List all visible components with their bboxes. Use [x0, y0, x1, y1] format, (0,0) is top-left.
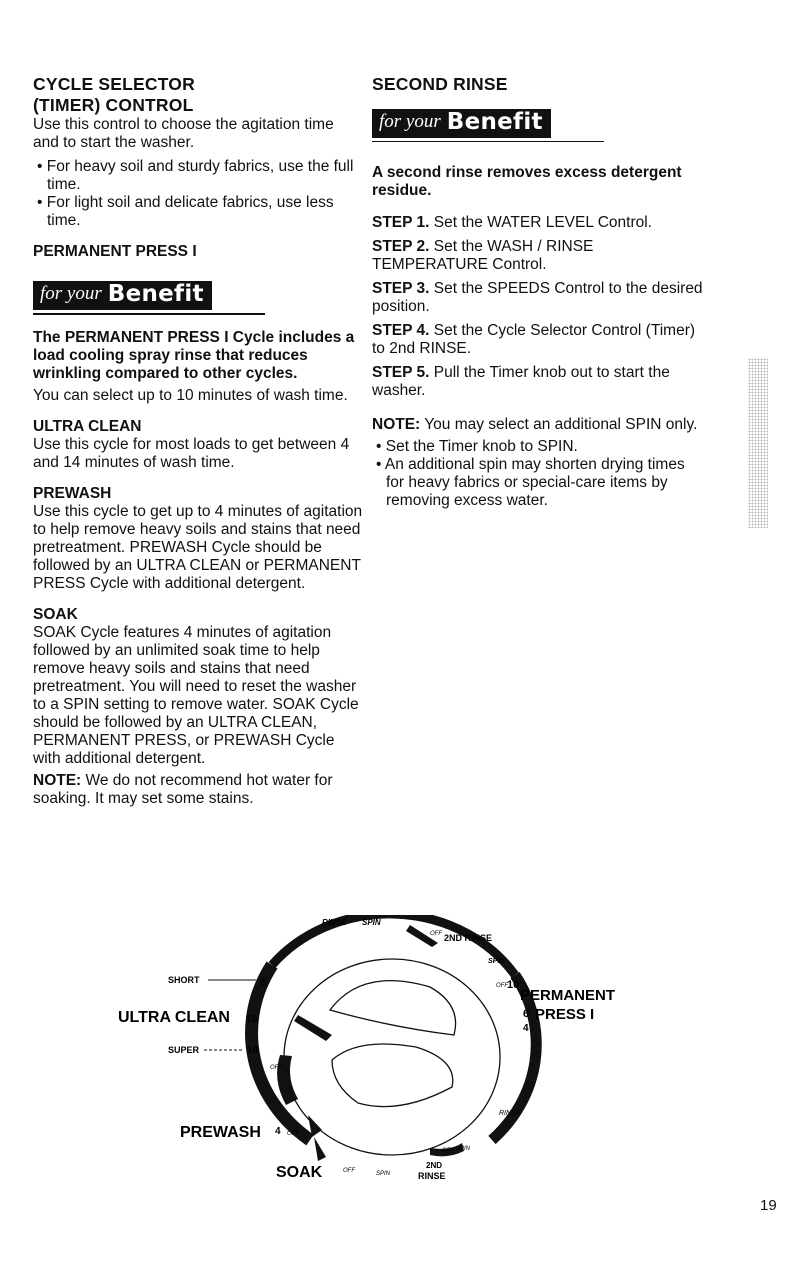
bullet-set-timer: • Set the Timer knob to SPIN.	[376, 438, 578, 455]
soak-note: NOTE: We do not recommend hot water for …	[33, 772, 363, 808]
dial-off-left: OFF	[270, 1065, 282, 1071]
dial-bezel-right	[488, 971, 542, 1145]
dial-off-prewash: OFF	[287, 1131, 299, 1137]
right-column: SECOND RINSE for your Benefit A second r…	[372, 74, 707, 510]
page-number: 19	[760, 1197, 777, 1214]
dial-ultra-clean-label: ULTRA CLEAN	[118, 1009, 230, 1026]
dial-prewash-label: PREWASH	[180, 1124, 261, 1141]
step-text: Set the SPEEDS Control to the desired po…	[372, 280, 703, 315]
spin-note: NOTE: You may select an additional SPIN …	[372, 416, 707, 434]
step-text: Pull the Timer knob out to start the was…	[372, 364, 670, 399]
dial-spin-bottom-right: SPIN	[456, 1146, 471, 1152]
dial-bezel-top	[268, 915, 519, 978]
dial-segment-bottom	[430, 1143, 464, 1157]
benefit-banner: for your Benefit	[33, 281, 363, 315]
benefit-badge: for your Benefit	[372, 109, 551, 138]
dial-four-right: 4	[523, 1023, 529, 1034]
prewash-heading: PREWASH	[33, 485, 112, 502]
second-rinse-intro: A second rinse removes excess detergent …	[372, 164, 682, 199]
dial-off-top: OFF	[430, 931, 442, 937]
benefit-prefix: for your	[40, 283, 102, 304]
dial-bezel-left	[245, 961, 314, 1146]
dial-segment-prewash	[308, 1115, 322, 1137]
side-tab-marker	[748, 358, 768, 528]
dial-six-right: 6	[523, 1008, 529, 1020]
dial-2nd-bottom: 2ND	[426, 1161, 442, 1170]
dial-off-right: OFF	[496, 983, 508, 989]
step-text: Set the Cycle Selector Control (Timer) t…	[372, 322, 696, 357]
note-label: NOTE:	[372, 416, 421, 433]
dial-segment-top	[406, 925, 438, 947]
steps-list: STEP 1. Set the WATER LEVEL Control. STE…	[372, 214, 707, 400]
step-text: Set the WASH / RINSE TEMPERATURE Control…	[372, 238, 594, 273]
step-4: STEP 4. Set the Cycle Selector Control (…	[372, 322, 707, 358]
dial-segment-soak	[314, 1137, 326, 1161]
benefit-word: Benefit	[107, 281, 204, 307]
cycle-selector-heading-line-2: (TIMER) CONTROL	[33, 95, 194, 115]
dial-permanent-label: PERMANENT	[520, 987, 615, 1004]
knob-lower	[331, 1043, 454, 1108]
dial-press-label: PRESS I	[535, 1006, 594, 1023]
step-2: STEP 2. Set the WASH / RINSE TEMPERATURE…	[372, 238, 707, 274]
dial-rinse-top: RINSE	[322, 918, 347, 927]
dial-super-label: SUPER	[168, 1045, 200, 1055]
benefit-badge: for your Benefit	[33, 281, 212, 310]
dial-2nd-rinse-top: 2ND RINSE	[444, 933, 492, 943]
step-text: Set the WATER LEVEL Control.	[429, 214, 652, 231]
dial-pointer-icon	[294, 1015, 332, 1041]
cycle-selector-text: Use this control to choose the agitation…	[33, 116, 334, 151]
permanent-press-bold-text: The PERMANENT PRESS I Cycle includes a l…	[33, 329, 355, 382]
note-text: We do not recommend hot water for soakin…	[33, 772, 333, 807]
dial-four-left: 4	[275, 1126, 281, 1137]
dial-rinse-right: RINSE	[499, 1110, 521, 1117]
dial-soak-label: SOAK	[276, 1164, 323, 1181]
step-1: STEP 1. Set the WATER LEVEL Control.	[372, 214, 707, 232]
soak-heading: SOAK	[33, 606, 78, 623]
benefit-word: Benefit	[446, 109, 543, 135]
soak-text: SOAK Cycle features 4 minutes of agitati…	[33, 624, 359, 767]
step-label: STEP 3.	[372, 280, 430, 297]
dial-fourteen: 14	[247, 1045, 259, 1056]
step-label: STEP 4.	[372, 322, 430, 339]
benefit-banner-right: for your Benefit	[372, 109, 707, 142]
bullet-heavy-soil: • For heavy soil and sturdy fabrics, use…	[37, 158, 354, 193]
dial-ten-left: 10	[246, 1014, 258, 1025]
step-label: STEP 5.	[372, 364, 430, 381]
bullet-additional-spin: • An additional spin may shorten drying …	[376, 456, 685, 509]
dial-six-left: 6	[260, 977, 266, 988]
benefit-rule	[33, 313, 265, 315]
permanent-press-text: You can select up to 10 minutes of wash …	[33, 387, 348, 404]
dial-spin-bottom: SPIN	[376, 1171, 391, 1177]
ultra-clean-text: Use this cycle for most loads to get bet…	[33, 436, 350, 471]
second-rinse-heading: SECOND RINSE	[372, 74, 508, 94]
dial-ten-right: 10	[507, 979, 519, 991]
dial-spin-top: SPIN	[362, 918, 381, 927]
cycle-selector-heading: CYCLE SELECTOR	[33, 74, 195, 94]
benefit-rule	[372, 141, 604, 142]
step-3: STEP 3. Set the SPEEDS Control to the de…	[372, 280, 707, 316]
bullet-light-soil: • For light soil and delicate fabrics, u…	[37, 194, 334, 229]
permanent-press-heading: PERMANENT PRESS I	[33, 243, 197, 260]
ultra-clean-heading: ULTRA CLEAN	[33, 418, 142, 435]
dial-spin-right: SPIN	[488, 958, 505, 965]
left-column: CYCLE SELECTOR (TIMER) CONTROL Use this …	[33, 74, 363, 808]
knob-upper	[328, 980, 457, 1036]
dial-short-label: SHORT	[168, 975, 200, 985]
dial-off-bottom: OFF	[442, 1148, 454, 1154]
dial-rinse-bottom: RINSE	[418, 1171, 446, 1181]
step-label: STEP 1.	[372, 214, 430, 231]
step-5: STEP 5. Pull the Timer knob out to start…	[372, 364, 707, 400]
note-text: You may select an additional SPIN only.	[420, 416, 698, 433]
cycle-selector-dial: RINSE SPIN OFF 2ND RINSE SPIN OFF 10 PER…	[118, 915, 615, 1181]
dial-segment-left	[277, 1055, 298, 1105]
benefit-prefix: for your	[379, 111, 441, 132]
note-label: NOTE:	[33, 772, 82, 789]
step-label: STEP 2.	[372, 238, 430, 255]
dial-off-soak: OFF	[343, 1168, 355, 1174]
prewash-text: Use this cycle to get up to 4 minutes of…	[33, 503, 363, 592]
